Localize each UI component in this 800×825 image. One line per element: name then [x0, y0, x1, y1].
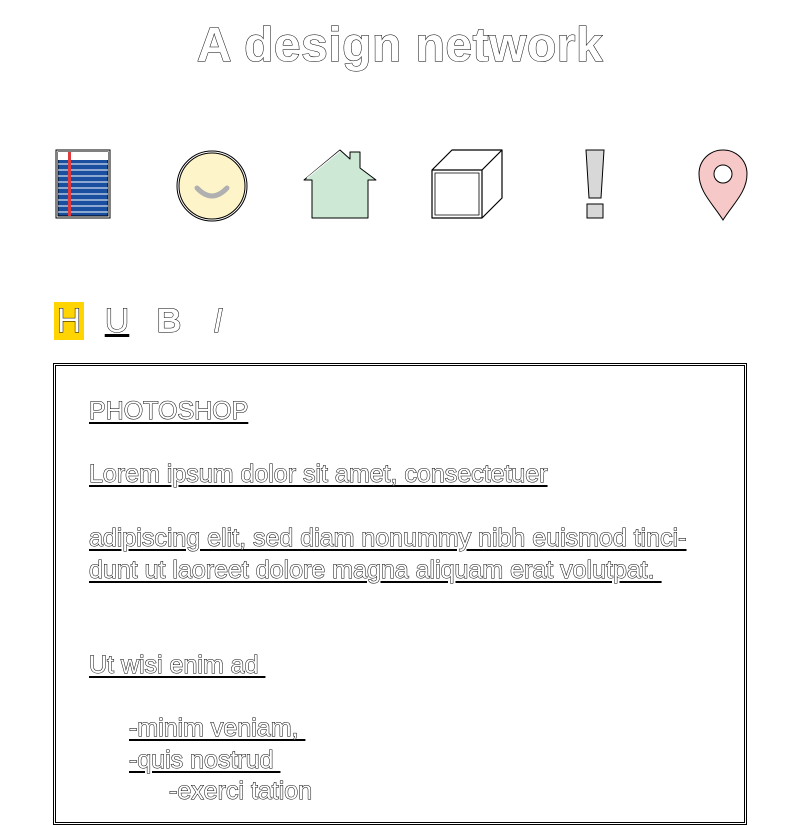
text-editor[interactable]: PHOTOSHOP Lorem ipsum dolor sit amet, co… — [53, 363, 747, 825]
heading-button[interactable]: H — [54, 302, 84, 341]
house-icon[interactable] — [300, 146, 380, 226]
cube-icon[interactable] — [428, 146, 508, 226]
map-pin-icon[interactable] — [683, 146, 763, 226]
bold-button[interactable]: B — [156, 302, 182, 341]
underline-button[interactable]: U — [104, 302, 130, 341]
page-title: A design network — [196, 19, 604, 73]
editor-line: Lorem ipsum dolor sit amet, consectetuer — [89, 460, 549, 489]
editor-list-item: -exerci tation — [168, 777, 313, 806]
editor-list-item: -quis nostrud — [128, 746, 281, 775]
editor-list-item: -minim veniam, — [128, 714, 306, 743]
editor-line: Ut wisi enim ad — [88, 651, 266, 680]
editor-line: adipiscing elit, sed diam nonummy nibh e… — [89, 524, 688, 553]
notebook-icon[interactable] — [32, 146, 112, 226]
italic-button[interactable]: I — [213, 302, 223, 341]
editor-heading-line: PHOTOSHOP — [88, 397, 249, 426]
icon-row — [0, 146, 800, 226]
exclamation-icon[interactable] — [555, 146, 635, 226]
smiley-icon[interactable] — [172, 146, 252, 226]
editor-line: dunt ut laoreet dolore magna aliquam era… — [89, 556, 662, 585]
